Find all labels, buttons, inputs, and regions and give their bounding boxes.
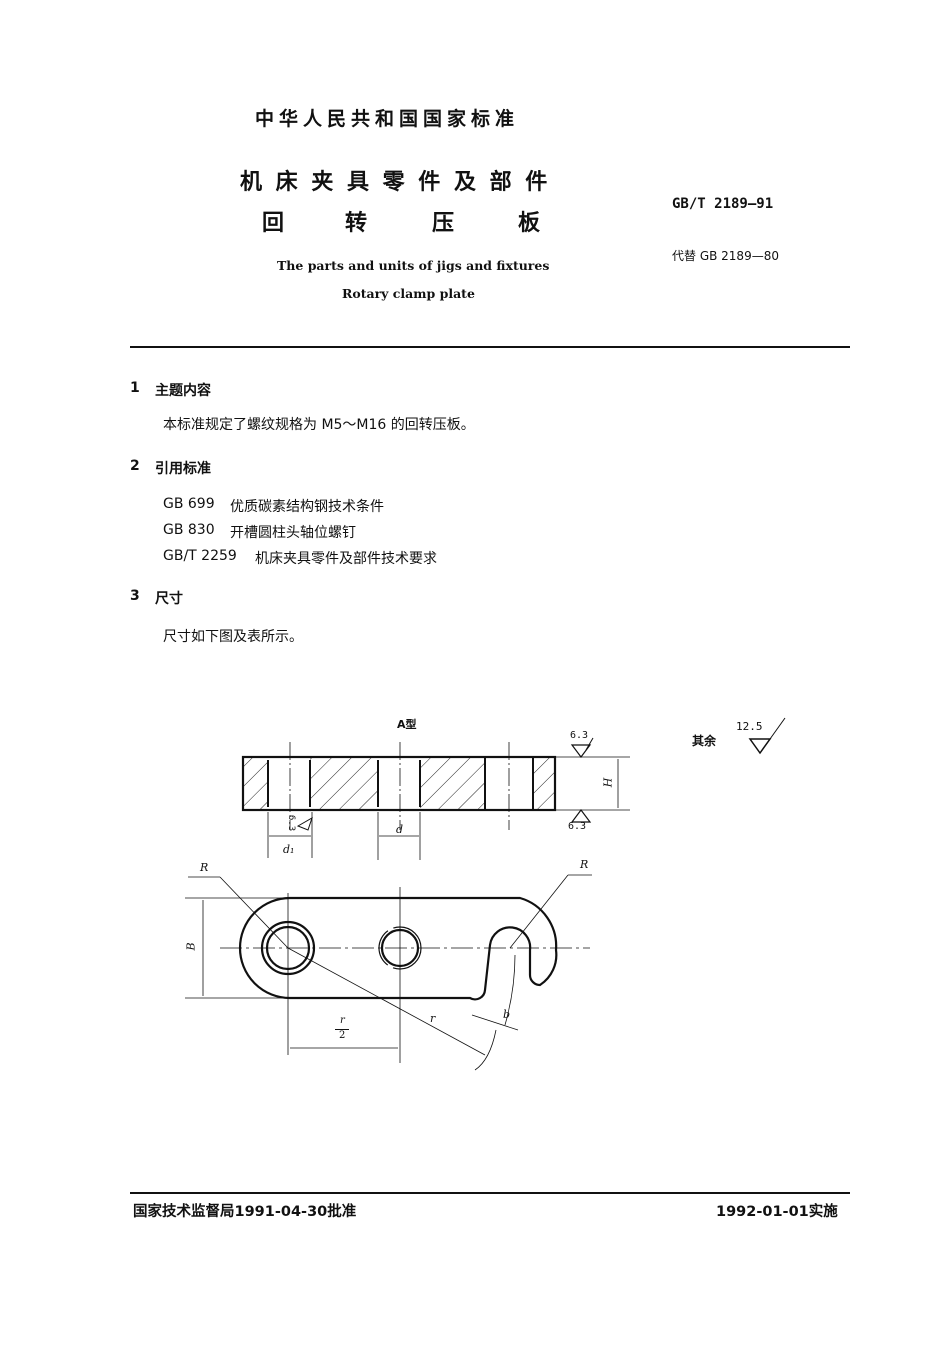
reference-title: 开槽圆柱头轴位螺钉 (230, 525, 356, 541)
reference-title: 优质碳素结构钢技术条件 (230, 499, 384, 515)
section-number: 1 (130, 380, 140, 396)
dim-H: H (601, 777, 615, 788)
dim-d: d (396, 823, 404, 836)
standard-code: GB/T 2189—91 (672, 196, 774, 212)
english-title-line1: The parts and units of jigs and fixtures (277, 258, 550, 273)
reference-title: 机床夹具零件及部件技术要求 (255, 551, 437, 567)
roughness-rest-label: 其余 (692, 734, 717, 748)
title-line2-char: 压 (432, 211, 455, 236)
section-title: 主题内容 (155, 383, 211, 399)
title-line2-char: 回 (262, 211, 285, 236)
title-line2-char: 板 (518, 211, 541, 236)
fraction-bar (335, 1029, 349, 1030)
dim-b: b (503, 1008, 511, 1021)
approval-date: 国家技术监督局1991-04-30批准 (133, 1204, 357, 1220)
footer-divider (130, 1192, 850, 1194)
section-number: 3 (130, 588, 140, 604)
section-paragraph: 本标准规定了螺纹规格为 M5～M16 的回转压板。 (163, 417, 475, 433)
english-title-line2: Rotary clamp plate (342, 286, 475, 301)
reference-code: GB 699 (163, 496, 215, 512)
title-line1: 机 床 夹 具 零 件 及 部 件 (240, 170, 551, 195)
roughness-rest-value: 12.5 (736, 720, 763, 733)
roughness-hole: 6.3 (286, 814, 297, 832)
dim-R-right: R (580, 858, 589, 871)
title-line2-char: 转 (345, 211, 368, 236)
dim-r: r (430, 1012, 436, 1025)
dim-B: B (184, 942, 198, 951)
dim-r-half-denominator: 2 (339, 1030, 346, 1041)
reference-code: GB 830 (163, 522, 215, 538)
side-view (241, 717, 786, 860)
dim-d1: d₁ (283, 843, 295, 856)
roughness-bottom: 6.3 (568, 821, 587, 832)
reference-code: GB/T 2259 (163, 548, 237, 564)
roughness-top: 6.3 (570, 730, 589, 741)
standard-category: 中华人民共和国国家标准 (255, 108, 520, 130)
section-number: 2 (130, 458, 140, 474)
top-view (185, 874, 592, 1071)
section-title: 引用标准 (155, 461, 211, 477)
section-paragraph: 尺寸如下图及表所示。 (163, 629, 303, 645)
view-label: A型 (397, 718, 417, 731)
implementation-date: 1992-01-01实施 (716, 1204, 838, 1220)
dim-r-half-numerator: r (340, 1015, 345, 1026)
section-title: 尺寸 (155, 591, 183, 607)
replaces-standard: 代替 GB 2189—80 (672, 249, 779, 263)
dim-R-left: R (200, 861, 209, 874)
header-divider (130, 346, 850, 348)
